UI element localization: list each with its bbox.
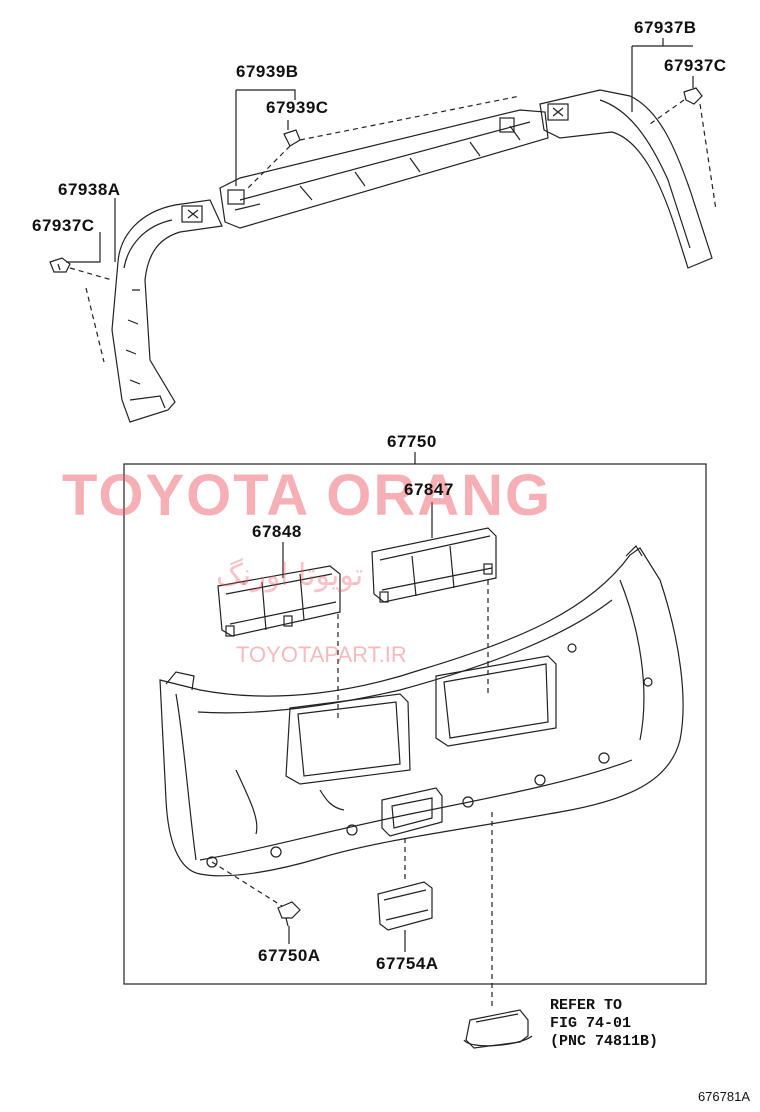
label-67750a: 67750A — [258, 946, 321, 965]
right-pillar-trim — [539, 89, 713, 269]
right-clip-67937c — [683, 87, 703, 105]
clip-67750a — [277, 901, 301, 927]
cover-67848 — [217, 565, 341, 637]
watermark-brand: TOYOTA ORANG — [62, 463, 553, 528]
label-67937c-right: 67937C — [664, 56, 727, 75]
center-header-trim — [219, 109, 549, 229]
cover-67847 — [371, 527, 497, 603]
label-67939b: 67939B — [236, 62, 299, 81]
reference-line-3: (PNC 74811B) — [550, 1033, 659, 1050]
label-67938a: 67938A — [58, 180, 121, 199]
switch-reference-part — [463, 1009, 533, 1049]
label-67937c-left: 67937C — [32, 216, 95, 235]
label-67750: 67750 — [387, 432, 437, 451]
cover-67754a — [377, 881, 433, 931]
left-pillar-trim — [111, 199, 223, 423]
label-67848: 67848 — [252, 522, 302, 541]
label-67847: 67847 — [404, 480, 454, 499]
label-67754a: 67754A — [376, 954, 439, 973]
reference-line-2: FIG 74-01 — [550, 1015, 632, 1032]
watermark-site: TOYOTAPART.IR — [236, 642, 407, 667]
label-67937b: 67937B — [634, 18, 697, 37]
label-67939c: 67939C — [266, 98, 329, 117]
back-door-trim-panel — [159, 545, 684, 877]
diagram-code: 676781A — [697, 1089, 750, 1104]
assembly-frame — [123, 463, 707, 985]
center-clip-67939c — [283, 129, 301, 147]
watermark-persian: تویوتا اورنگ — [216, 558, 364, 593]
left-clip-67937c — [49, 257, 71, 273]
reference-line-1: REFER TO — [550, 997, 623, 1014]
